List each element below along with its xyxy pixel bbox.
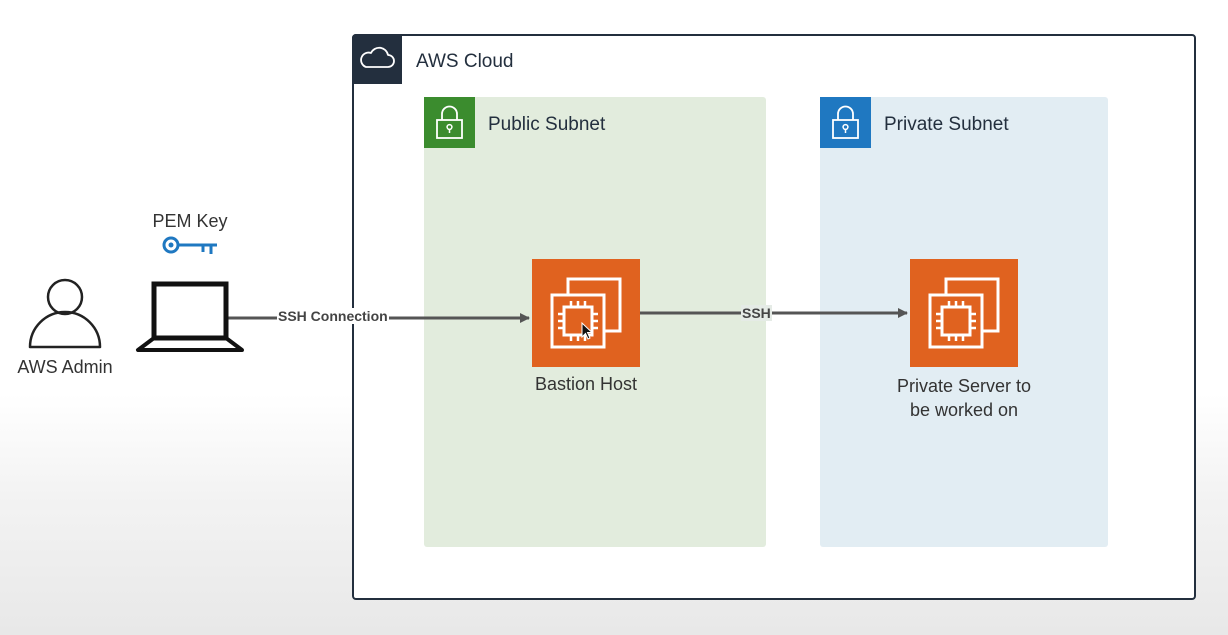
pem-key-label: PEM Key xyxy=(152,211,228,231)
private-subnet-title: Private Subnet xyxy=(884,114,1009,135)
bastion-host-node[interactable] xyxy=(532,259,640,367)
ssh-label: SSH xyxy=(741,305,772,321)
bastion-host-label: Bastion Host xyxy=(534,374,638,394)
lock-icon xyxy=(820,97,871,148)
ec2-instance-icon xyxy=(550,277,622,349)
ssh-connection-label: SSH Connection xyxy=(277,308,389,324)
cloud-icon xyxy=(352,34,402,84)
private-server-node[interactable] xyxy=(910,259,1018,367)
lock-icon xyxy=(424,97,475,148)
aws-admin-label: AWS Admin xyxy=(17,357,113,377)
private-server-label: Private Server to be worked on xyxy=(896,376,1032,420)
aws-cloud-title: AWS Cloud xyxy=(416,51,514,72)
public-subnet-title: Public Subnet xyxy=(488,114,606,135)
laptop-icon xyxy=(136,281,244,352)
cursor-icon xyxy=(581,321,594,340)
ec2-instance-icon xyxy=(928,277,1000,349)
key-icon xyxy=(162,236,217,254)
user-icon xyxy=(28,278,102,349)
